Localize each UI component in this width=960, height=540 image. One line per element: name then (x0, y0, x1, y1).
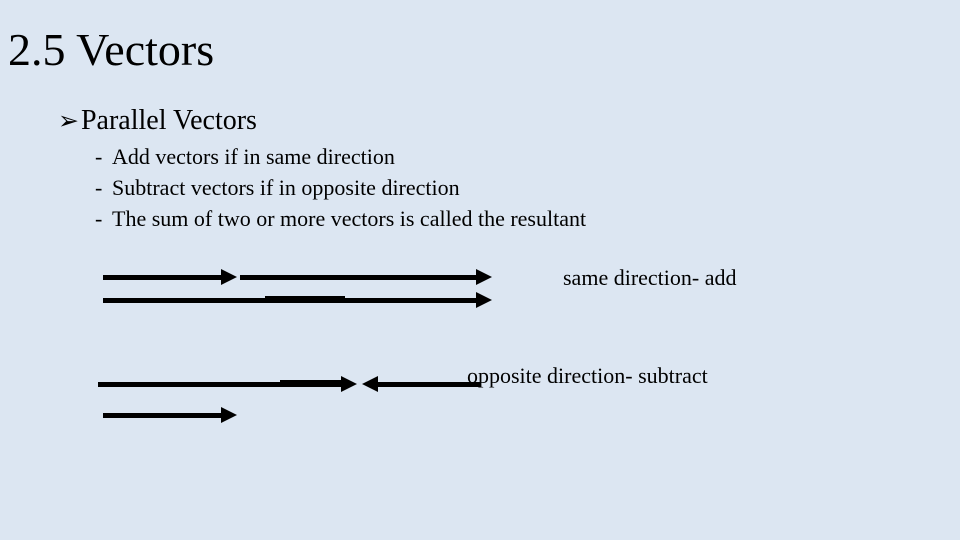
dash-bullet: - (95, 175, 103, 200)
same-direction-vector-2 (240, 269, 492, 285)
arrowhead-bullet-icon: ➢ (58, 106, 79, 135)
same-direction-label: same direction- add (563, 265, 737, 290)
dash-bullet: - (95, 206, 103, 231)
slide-title: 2.5 Vectors (8, 24, 215, 75)
sub-bullet-text: Subtract vectors if in opposite directio… (112, 175, 460, 200)
right-arrowhead-icon (221, 269, 237, 285)
right-arrowhead-icon (476, 292, 492, 308)
opposite-direction-overlap (280, 379, 348, 385)
sub-bullet-item: -The sum of two or more vectors is calle… (95, 203, 586, 234)
bullet-parallel-vectors: ➢Parallel Vectors (58, 107, 257, 135)
sub-bullet-text: The sum of two or more vectors is called… (112, 206, 587, 231)
sub-bullet-item: -Add vectors if in same direction (95, 141, 586, 172)
opposite-direction-resultant (103, 407, 237, 423)
sub-bullet-list: -Add vectors if in same direction -Subtr… (95, 141, 586, 234)
left-arrowhead-icon (362, 376, 378, 392)
same-direction-resultant-overlap (265, 295, 345, 301)
right-arrowhead-icon (476, 269, 492, 285)
right-arrowhead-icon (221, 407, 237, 423)
bullet-label: Parallel Vectors (80, 105, 257, 136)
opposite-direction-label: opposite direction- subtract (467, 363, 708, 388)
same-direction-vector-1 (103, 269, 237, 285)
sub-bullet-text: Add vectors if in same direction (112, 144, 395, 169)
sub-bullet-item: -Subtract vectors if in opposite directi… (95, 172, 586, 203)
dash-bullet: - (95, 144, 103, 169)
opposite-direction-vector-left (362, 376, 480, 392)
